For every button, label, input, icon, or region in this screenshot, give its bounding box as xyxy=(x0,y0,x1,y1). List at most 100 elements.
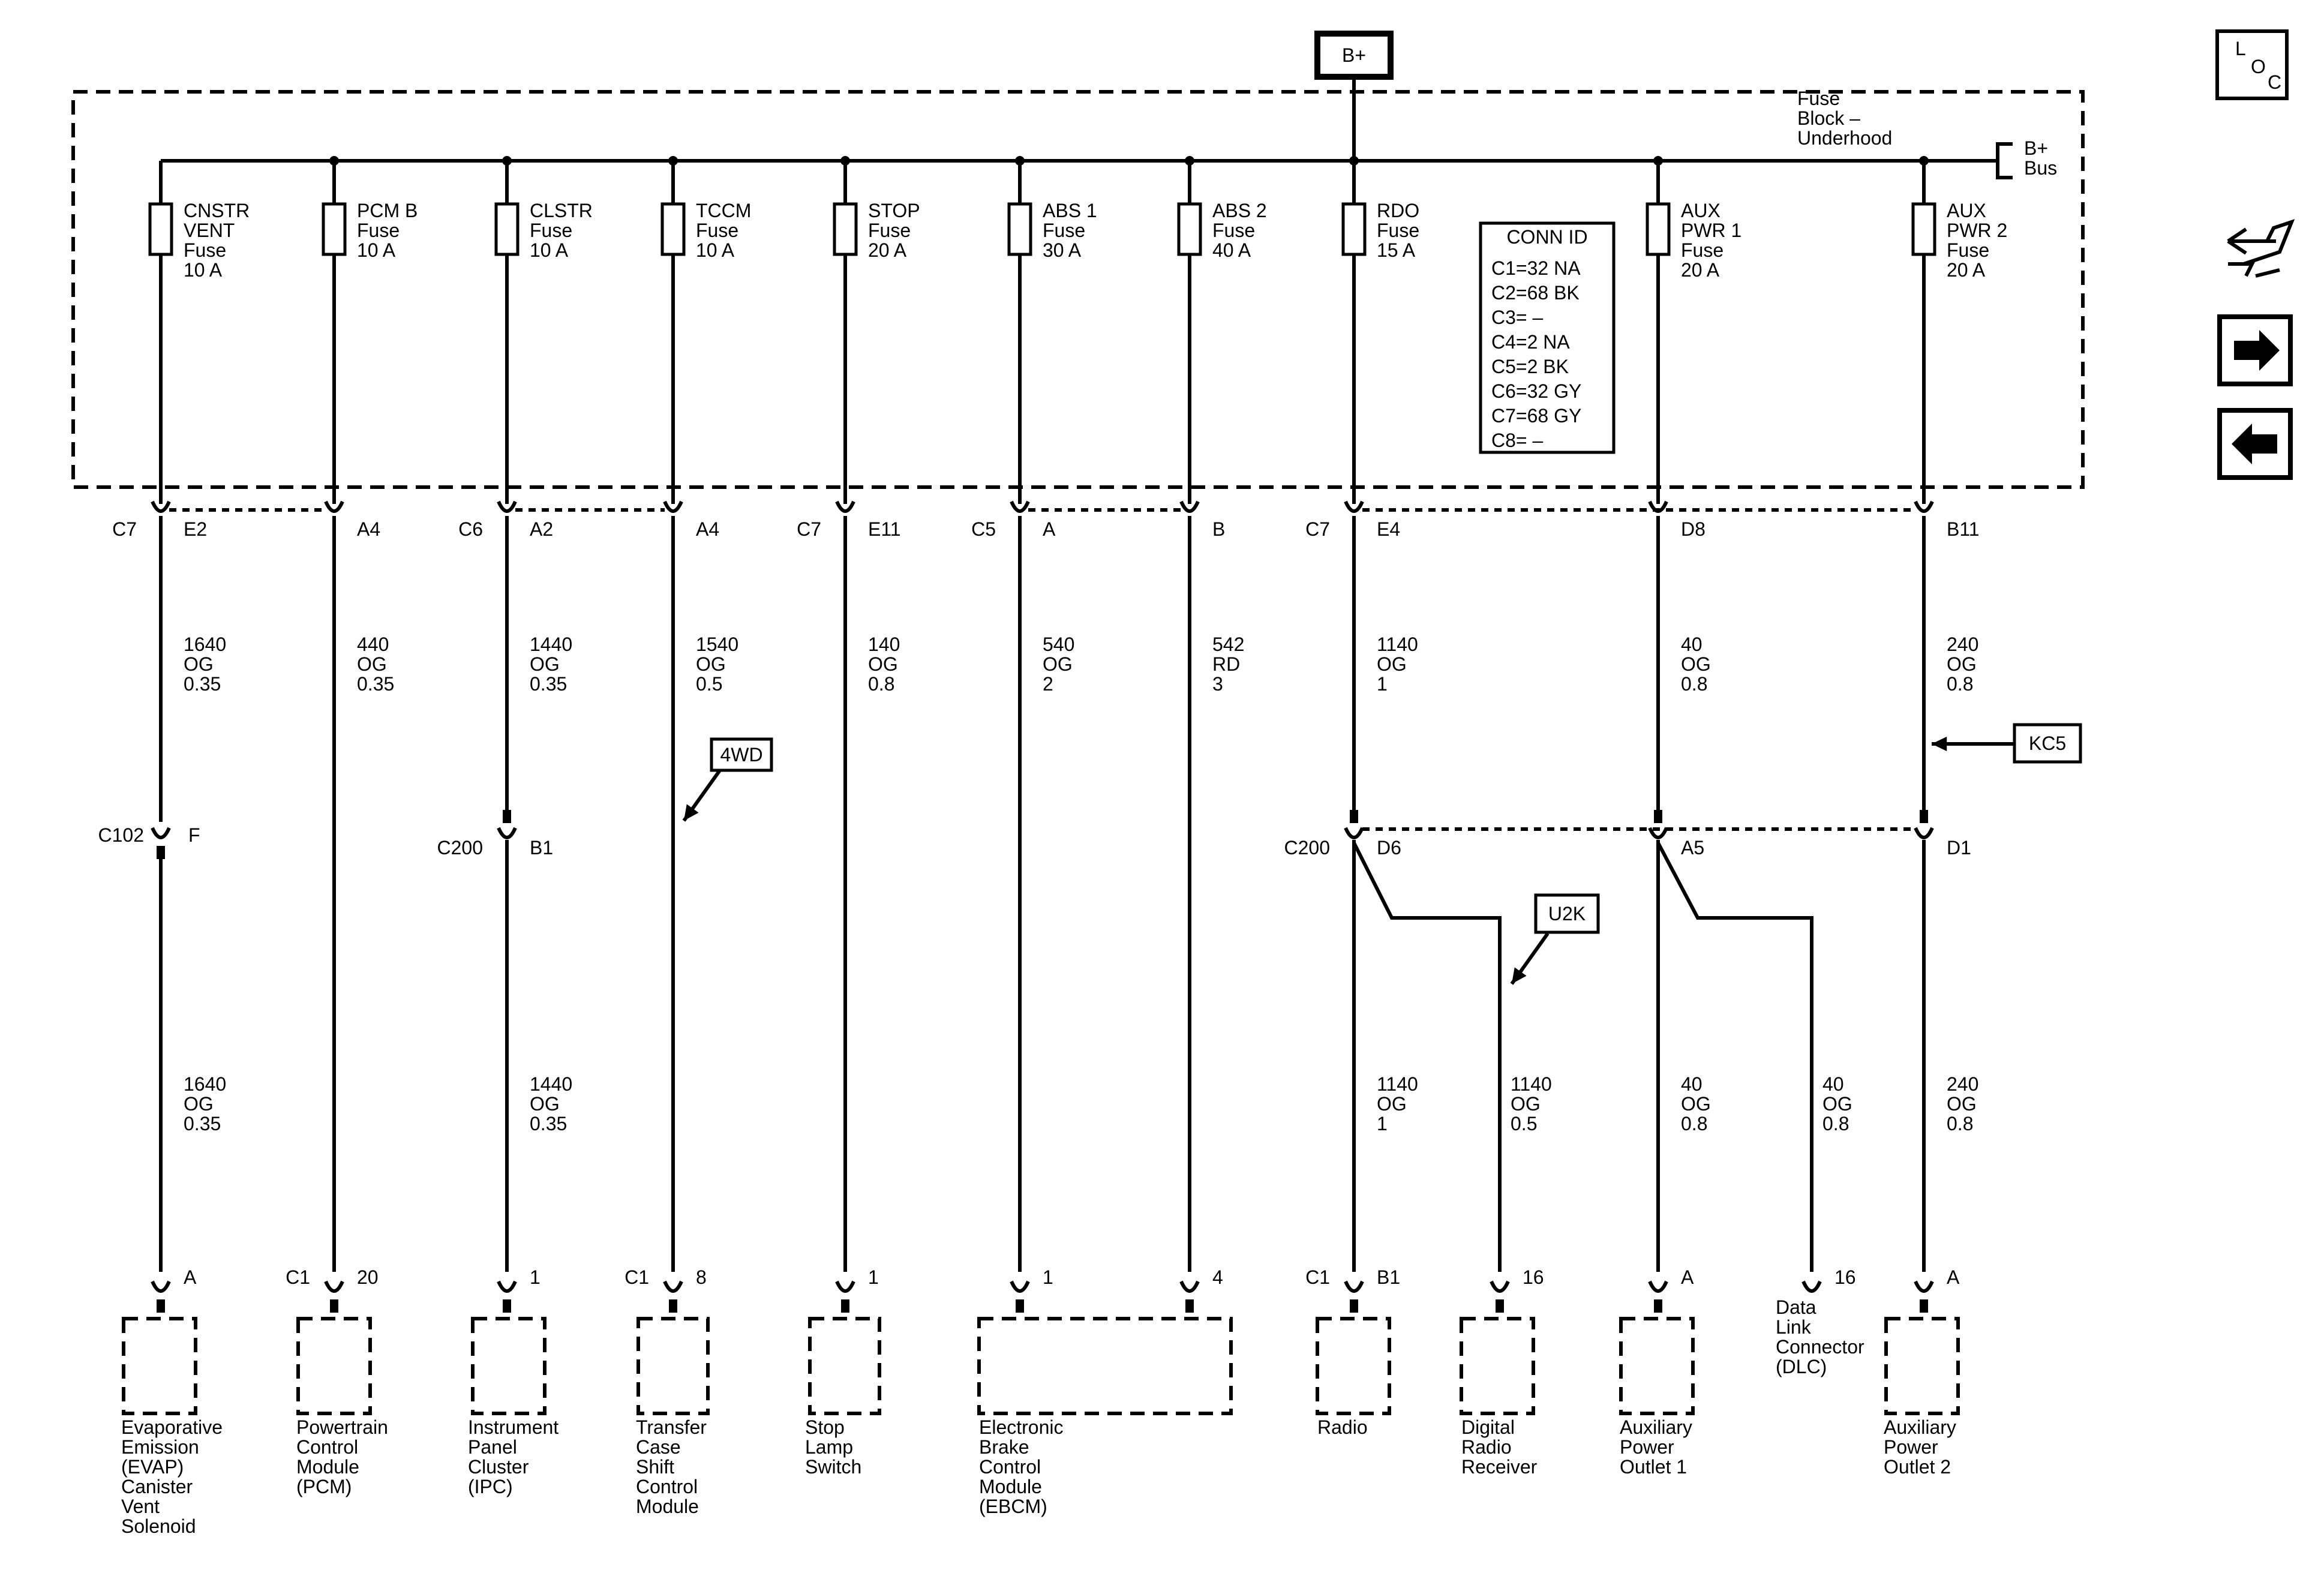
component-connector-id: C1 xyxy=(624,1266,649,1288)
fuse-label: PWR 2 xyxy=(1947,220,2007,241)
component-pin xyxy=(1016,1299,1024,1313)
block-connector-id: C6 xyxy=(458,518,483,540)
wire-label: 0.8 xyxy=(1947,673,1973,695)
wire-label: 0.35 xyxy=(530,673,567,695)
component-label: Link xyxy=(1776,1316,1812,1338)
component-label: Outlet 1 xyxy=(1620,1456,1687,1478)
component-label: (DLC) xyxy=(1776,1356,1827,1377)
option-4wd-arrow-head xyxy=(684,804,699,821)
fuse-label: Fuse xyxy=(868,220,911,241)
inline-terminal xyxy=(1344,827,1364,839)
component-pin-id: A xyxy=(1947,1266,1960,1288)
inline-terminal xyxy=(1914,827,1934,839)
component-terminal xyxy=(1179,1280,1200,1293)
fuse-label: VENT xyxy=(184,220,235,241)
component-pin xyxy=(1185,1299,1194,1313)
service-tool-icon-path xyxy=(2227,219,2295,278)
component-label: Auxiliary xyxy=(1884,1416,1956,1438)
conn-id-row: C5=2 BK xyxy=(1491,356,1569,377)
wire-label: 240 xyxy=(1947,1073,1978,1095)
fuse-label: 10 A xyxy=(357,239,396,261)
inline-pin-id: F xyxy=(188,824,200,846)
component-label: Panel xyxy=(468,1436,517,1458)
fuse-symbol xyxy=(1646,202,1671,256)
block-pin-id: D8 xyxy=(1681,518,1706,540)
wire-label: 1140 xyxy=(1377,634,1418,655)
fuse-label: 15 A xyxy=(1377,239,1416,261)
component-label: Evaporative xyxy=(121,1416,223,1438)
block-pin-id: A2 xyxy=(530,518,553,540)
fuse-label: Fuse xyxy=(696,220,738,241)
inline-terminal xyxy=(497,827,517,839)
component-label: Emission xyxy=(121,1436,199,1458)
component-label: Power xyxy=(1620,1436,1674,1458)
wire-label: 40 xyxy=(1681,1073,1703,1095)
inline-pin-id: D6 xyxy=(1377,837,1401,858)
fuse-symbol xyxy=(494,202,520,256)
wire-label: OG xyxy=(357,653,387,675)
component-label: (EBCM) xyxy=(979,1496,1047,1517)
fuse-label: 20 A xyxy=(868,239,907,261)
wire-label: 542 xyxy=(1212,634,1244,655)
block-terminal xyxy=(1010,500,1030,513)
component-pin xyxy=(1654,1299,1662,1313)
option-kc5-label: KC5 xyxy=(2029,733,2066,754)
wire-label: 140 xyxy=(868,634,900,655)
wire-label: OG xyxy=(1681,1093,1711,1115)
fuse-symbol xyxy=(1177,202,1202,256)
fuse-label: PCM B xyxy=(357,200,418,221)
component-pin-id: 1 xyxy=(530,1266,541,1288)
component-label: Outlet 2 xyxy=(1884,1456,1951,1478)
fuse-label: TCCM xyxy=(696,200,751,221)
wire-label: OG xyxy=(1947,1093,1977,1115)
component-pin-id: 16 xyxy=(1523,1266,1544,1288)
block-pin-id: E2 xyxy=(184,518,207,540)
component-label: Transfer xyxy=(636,1416,707,1438)
block-pin-id: E4 xyxy=(1377,518,1400,540)
component-label: Receiver xyxy=(1461,1456,1538,1478)
wire-label: OG xyxy=(184,653,214,675)
block-terminal xyxy=(151,500,171,513)
wire-label: 3 xyxy=(1212,673,1223,695)
conn-id-row: C7=68 GY xyxy=(1491,405,1581,427)
wire-label: 0.5 xyxy=(1511,1113,1537,1134)
component-terminal xyxy=(1914,1280,1934,1293)
component-label: Electronic xyxy=(979,1416,1064,1438)
component-box xyxy=(296,1317,372,1415)
wire-label: 1140 xyxy=(1511,1073,1552,1095)
fuse-block-title: Underhood xyxy=(1797,127,1892,149)
block-pin-id: A4 xyxy=(357,518,380,540)
wire-label: 0.35 xyxy=(184,673,221,695)
block-terminal xyxy=(1344,500,1364,513)
component-pin-id: 16 xyxy=(1834,1266,1856,1288)
block-pin-id: B xyxy=(1212,518,1225,540)
wire-label: 0.35 xyxy=(184,1113,221,1134)
inline-pin-id: D1 xyxy=(1947,837,1971,858)
component-pin-id: B1 xyxy=(1377,1266,1400,1288)
fuse-label: 10 A xyxy=(696,239,735,261)
bus-terminal xyxy=(1996,161,2013,179)
wire-label: 1 xyxy=(1377,673,1388,695)
wire-label: 1540 xyxy=(696,634,738,655)
component-terminal xyxy=(324,1280,344,1293)
component-label: Instrument xyxy=(468,1416,559,1438)
fuse-label: 20 A xyxy=(1681,259,1720,281)
wire-label: OG xyxy=(696,653,726,675)
splice-wire xyxy=(1656,842,1813,1272)
component-terminal xyxy=(1010,1280,1030,1293)
wire-label: OG xyxy=(1681,653,1711,675)
wire-label: 1640 xyxy=(184,1073,226,1095)
option-kc5-arrow-head xyxy=(1932,736,1947,752)
bus-terminal xyxy=(1996,142,2013,161)
bus-label: Bus xyxy=(2024,157,2057,179)
fuse-label: PWR 1 xyxy=(1681,220,1742,241)
component-pin xyxy=(157,1299,165,1313)
conn-id-title: CONN ID xyxy=(1506,226,1587,248)
wire-label: 0.5 xyxy=(696,673,722,695)
block-connector-id: C7 xyxy=(1305,518,1330,540)
inline-pin xyxy=(157,846,165,859)
block-connector-id: C7 xyxy=(112,518,137,540)
component-box xyxy=(471,1317,547,1415)
fuse-symbol xyxy=(148,202,173,256)
